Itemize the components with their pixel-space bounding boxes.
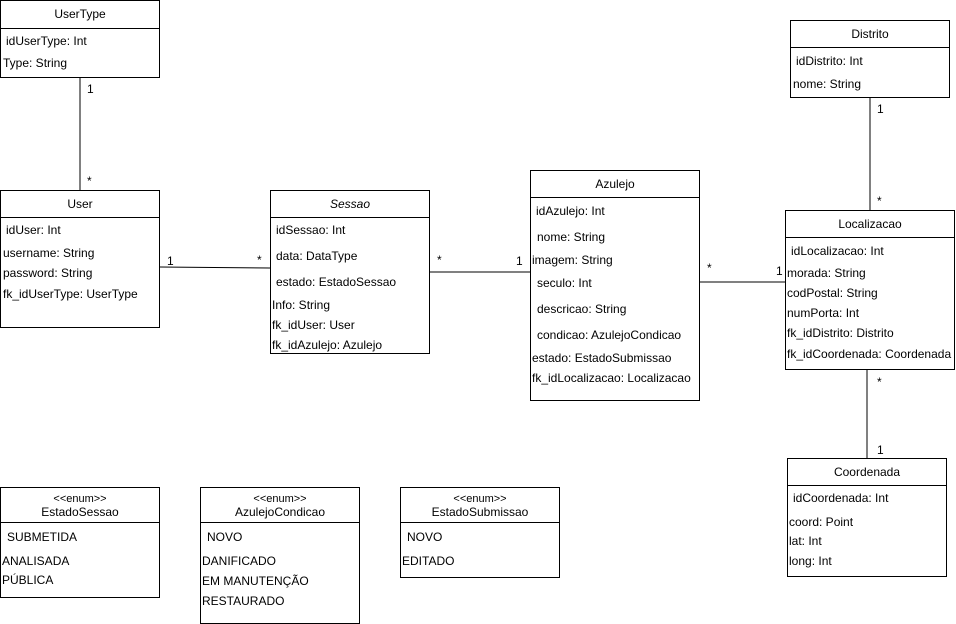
class-azulejo-title: Azulejo	[595, 177, 635, 191]
class-coordenada-title: Coordenada	[833, 465, 901, 479]
class-coordenada-header: Coordenada	[788, 459, 946, 486]
class-sessao[interactable]: Sessao idSessao: Int data: DataType esta…	[270, 190, 430, 354]
attribute: codPostal: String	[787, 286, 878, 300]
multiplicity-usertype-one: 1	[87, 82, 94, 96]
class-user-header: User	[1, 191, 159, 218]
class-localizacao[interactable]: Localizacao idLocalizacao: Int morada: S…	[785, 210, 955, 370]
multiplicity-localizacao-many-coordenada: *	[877, 375, 882, 389]
attribute: nome: String	[793, 77, 862, 91]
enum-value: ANALISADA	[2, 554, 70, 568]
attribute: estado: EstadoSessao	[276, 275, 397, 289]
enum-azulejocondicao-title: AzulejoCondicao	[234, 505, 326, 519]
attribute: imagem: String	[532, 253, 613, 267]
multiplicity-coordenada-one: 1	[877, 443, 884, 457]
multiplicity-azulejo-many: *	[707, 261, 712, 275]
enum-value: PÚBLICA	[2, 573, 54, 587]
multiplicity-sessao-many: *	[257, 253, 262, 267]
attribute: condicao: AzulejoCondicao	[537, 328, 682, 342]
multiplicity-distrito-one: 1	[877, 102, 884, 116]
class-azulejo-header: Azulejo	[531, 171, 699, 198]
attribute: idUser: Int	[6, 223, 61, 237]
attribute: fk_idCoordenada: Coordenada	[787, 347, 952, 361]
class-usertype[interactable]: UserType idUserType: Int Type: String	[0, 0, 160, 78]
enum-estadosessao-title: EstadoSessao	[41, 505, 119, 519]
class-coordenada[interactable]: Coordenada idCoordenada: Int coord: Poin…	[787, 458, 947, 577]
attribute: idUserType: Int	[6, 34, 87, 48]
attribute: fk_idDistrito: Distrito	[787, 326, 894, 340]
class-localizacao-title: Localizacao	[838, 217, 902, 231]
multiplicity-localizacao-many: *	[877, 194, 882, 208]
class-sessao-header: Sessao	[271, 191, 429, 218]
class-sessao-title: Sessao	[329, 197, 371, 211]
multiplicity-localizacao-one: 1	[776, 264, 783, 278]
enum-value: DANIFICADO	[202, 554, 277, 568]
attribute: fk_idAzulejo: Azulejo	[272, 338, 383, 352]
enum-estadosessao[interactable]: <<enum>> EstadoSessao SUBMETIDA ANALISAD…	[0, 487, 160, 598]
attribute: numPorta: Int	[787, 306, 860, 320]
attribute: fk_idLocalizacao: Localizacao	[532, 371, 691, 385]
attribute: idLocalizacao: Int	[791, 244, 884, 258]
attribute: seculo: Int	[537, 276, 592, 290]
class-distrito[interactable]: Distrito idDistrito: Int nome: String	[790, 20, 950, 98]
attribute: Type: String	[3, 56, 68, 70]
multiplicity-user-many: *	[87, 174, 92, 188]
class-usertype-header: UserType	[1, 1, 159, 29]
enum-value: NOVO	[207, 530, 243, 544]
class-azulejo[interactable]: Azulejo idAzulejo: Int nome: String imag…	[530, 170, 700, 401]
class-distrito-title: Distrito	[851, 27, 889, 41]
attribute: idSessao: Int	[276, 223, 346, 237]
attribute: morada: String	[787, 266, 866, 280]
user-sessao-association	[159, 266, 271, 269]
attribute: fk_idUser: User	[272, 318, 355, 332]
enum-estadosubmissao[interactable]: <<enum>> EstadoSubmissao NOVO EDITADO	[400, 487, 560, 578]
multiplicity-user-one: 1	[167, 254, 174, 268]
attribute: idAzulejo: Int	[536, 204, 605, 218]
enum-azulejocondicao[interactable]: <<enum>> AzulejoCondicao NOVO DANIFICADO…	[200, 487, 360, 624]
attribute: username: String	[3, 246, 95, 260]
attribute: lat: Int	[789, 534, 822, 548]
attribute: estado: EstadoSubmissao	[532, 351, 672, 365]
enum-value: SUBMETIDA	[7, 530, 78, 544]
attribute: descricao: String	[537, 302, 627, 316]
attribute: idDistrito: Int	[796, 54, 863, 68]
attribute: nome: String	[537, 230, 606, 244]
enum-value: EM MANUTENÇÃO	[202, 574, 309, 588]
attribute: coord: Point	[789, 515, 854, 529]
multiplicity-azulejo-one: 1	[516, 254, 523, 268]
class-localizacao-header: Localizacao	[786, 211, 954, 238]
enum-value: EDITADO	[402, 554, 455, 568]
enum-value: RESTAURADO	[202, 594, 285, 608]
attribute: data: DataType	[276, 249, 358, 263]
enum-stereotype: <<enum>>	[453, 493, 507, 505]
enum-stereotype: <<enum>>	[253, 493, 307, 505]
attribute: fk_idUserType: UserType	[3, 287, 138, 301]
enum-estadosubmissao-title: EstadoSubmissao	[431, 505, 529, 519]
enum-value: NOVO	[407, 530, 443, 544]
enum-stereotype: <<enum>>	[53, 493, 107, 505]
class-distrito-header: Distrito	[791, 21, 949, 48]
enum-estadosessao-header: <<enum>> EstadoSessao	[1, 488, 159, 523]
attribute: long: Int	[789, 554, 832, 568]
enum-estadosubmissao-header: <<enum>> EstadoSubmissao	[401, 488, 559, 523]
class-user[interactable]: User idUser: Int username: String passwo…	[0, 190, 160, 328]
attribute: password: String	[3, 266, 93, 280]
attribute: idCoordenada: Int	[793, 491, 889, 505]
class-user-title: User	[67, 197, 93, 211]
attribute: Info: String	[272, 298, 331, 312]
multiplicity-sessao-many-azulejo: *	[437, 253, 442, 267]
class-usertype-title: UserType	[54, 7, 106, 21]
enum-azulejocondicao-header: <<enum>> AzulejoCondicao	[201, 488, 359, 523]
